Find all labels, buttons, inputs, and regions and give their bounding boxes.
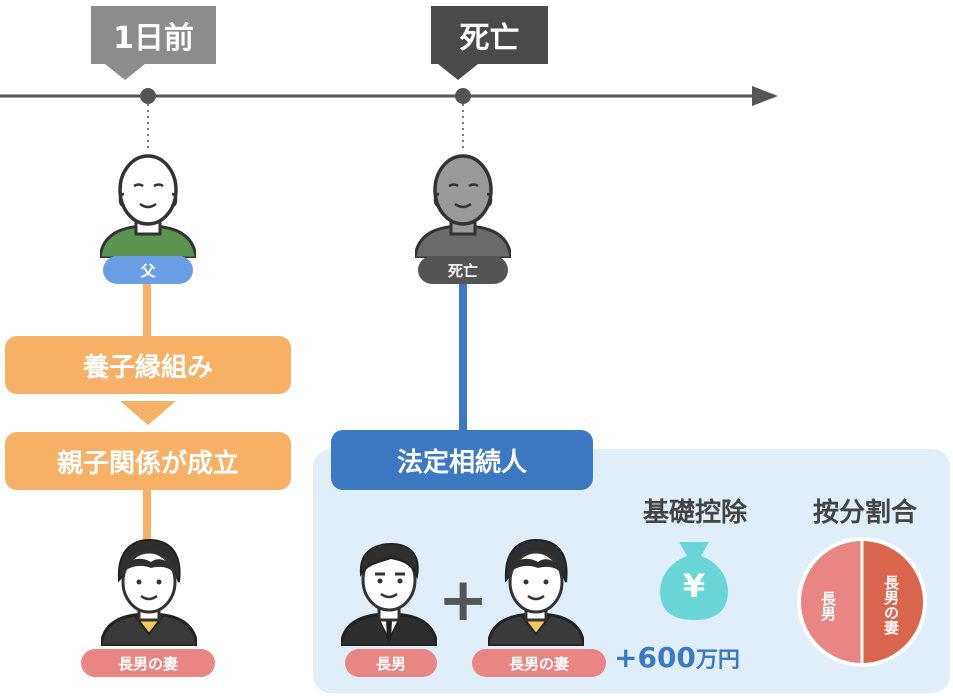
orange-down-arrow — [120, 401, 176, 425]
pie-slice-wife — [862, 539, 925, 665]
father-dead-icon — [415, 154, 511, 258]
tag-one-day-before: 1日前 — [91, 6, 216, 64]
timeline-dot-death — [455, 88, 471, 104]
timeline — [0, 64, 778, 150]
eldest-son-icon — [341, 542, 437, 646]
orange-connector-top — [143, 284, 151, 336]
legal-heirs-box: 法定相続人 — [331, 430, 593, 490]
eldest-son-badge: 長男 — [345, 649, 437, 677]
deduction-title: 基礎控除 — [642, 498, 747, 528]
plus-sign: + — [438, 565, 489, 635]
wife-badge-right: 長男の妻 — [472, 649, 606, 677]
ratio-title: 按分割合 — [812, 498, 917, 528]
pie-label-son: 長男 — [819, 591, 837, 621]
tag-before-pointer — [105, 64, 145, 80]
father-name-badge: 父 — [103, 256, 193, 284]
deduction-amount-value: +600 — [614, 641, 696, 674]
orange-connector-bottom — [143, 490, 151, 540]
deduction-amount: +600万円 — [614, 638, 784, 678]
yen-symbol: ¥ — [682, 567, 706, 605]
parent-child-box: 親子関係が成立 — [5, 432, 291, 490]
timeline-dot-before — [140, 88, 156, 104]
father-dead-badge: 死亡 — [418, 256, 508, 284]
tag-death: 死亡 — [431, 6, 548, 64]
blue-connector — [459, 284, 467, 430]
wife-icon-left — [101, 538, 197, 646]
adoption-box: 養子縁組み — [5, 336, 291, 394]
wife-badge-left: 長男の妻 — [81, 649, 215, 677]
money-bag-icon — [660, 542, 728, 620]
pie-label-wife: 長男の妻 — [882, 575, 900, 635]
tag-death-pointer — [438, 64, 478, 80]
ratio-pie-chart — [797, 537, 927, 667]
timeline-arrowhead — [752, 86, 778, 106]
father-alive-icon — [100, 154, 196, 258]
pie-slice-son — [799, 539, 862, 665]
deduction-amount-unit: 万円 — [695, 648, 740, 673]
wife-icon-right — [488, 538, 584, 646]
